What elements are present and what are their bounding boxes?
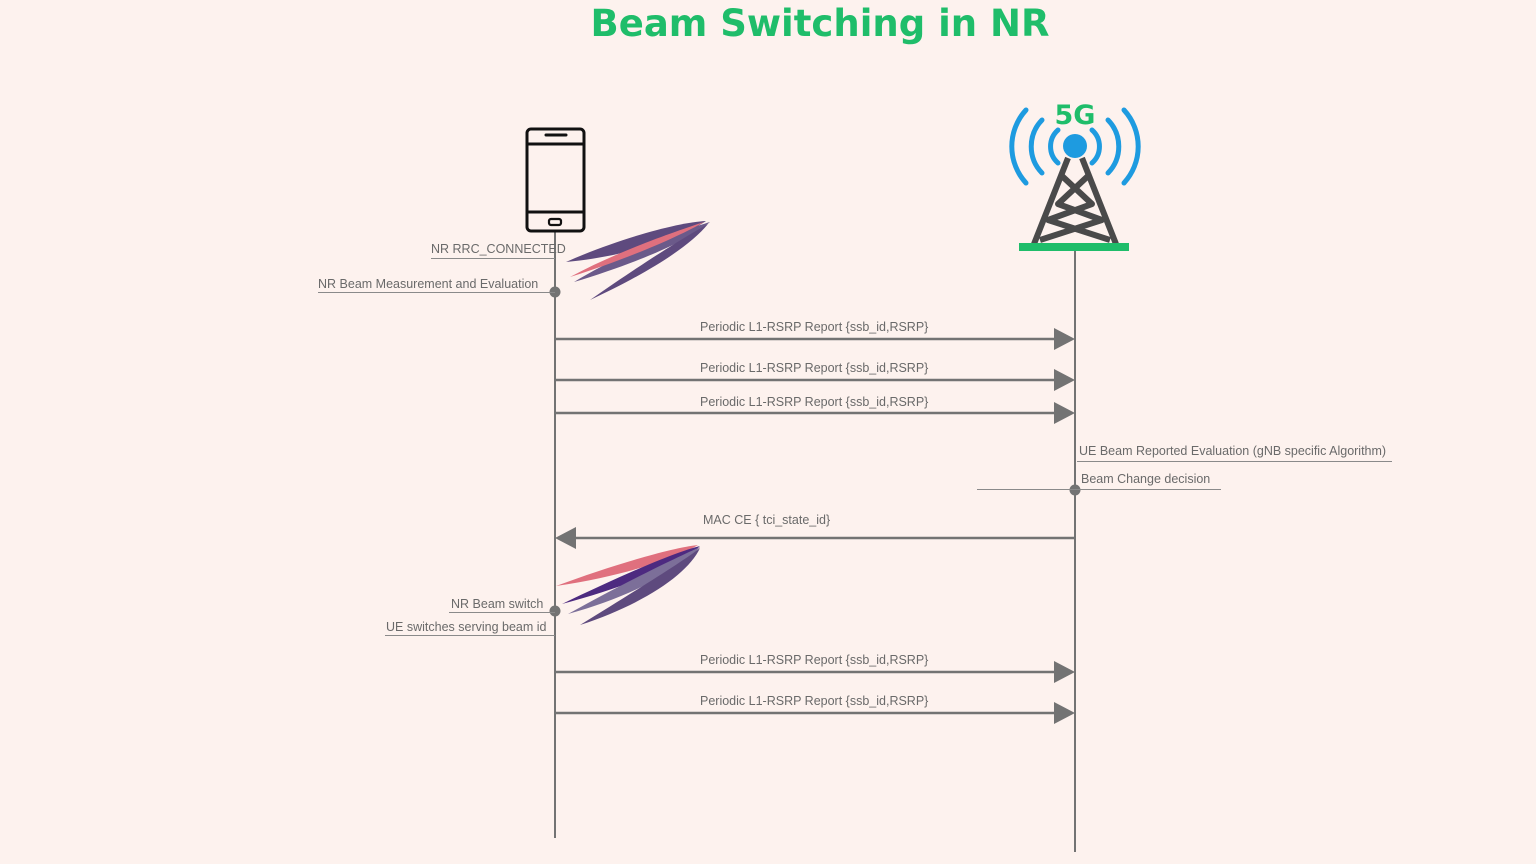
phone-icon <box>525 127 586 233</box>
measurement-event-dot <box>549 286 561 298</box>
cell-tower-icon: 5G <box>1009 100 1141 251</box>
note-beam-measurement: NR Beam Measurement and Evaluation <box>318 277 539 291</box>
beam-pattern-bottom <box>556 545 700 625</box>
message-label: Periodic L1-RSRP Report {ssb_id,RSRP} <box>700 653 929 667</box>
note-underline <box>449 612 555 613</box>
note-beam-switch: NR Beam switch <box>451 597 544 611</box>
message-arrow <box>555 527 1075 549</box>
note-rrc-connected: NR RRC_CONNECTED <box>431 242 566 256</box>
beam-pattern-top <box>566 221 710 300</box>
message-arrow <box>555 702 1075 724</box>
note-beam-evaluation: UE Beam Reported Evaluation (gNB specifi… <box>1079 444 1387 458</box>
gnb-badge-5g: 5G <box>1055 100 1096 131</box>
message-arrow <box>555 661 1075 683</box>
message-label: Periodic L1-RSRP Report {ssb_id,RSRP} <box>700 395 929 409</box>
diagram-title: Beam Switching in NR <box>590 2 1050 45</box>
title-area: Beam Switching in NR <box>0 0 1536 60</box>
note-underline <box>1077 461 1392 462</box>
note-underline <box>431 258 555 259</box>
note-underline <box>977 489 1221 490</box>
message-label: Periodic L1-RSRP Report {ssb_id,RSRP} <box>700 694 929 708</box>
message-arrow <box>555 328 1075 350</box>
note-underline <box>385 635 555 636</box>
message-label: MAC CE { tci_state_id} <box>703 513 831 527</box>
message-arrow <box>555 402 1075 424</box>
decision-event-dot <box>1069 484 1081 496</box>
note-beam-change-decision: Beam Change decision <box>1081 472 1211 486</box>
message-label: Periodic L1-RSRP Report {ssb_id,RSRP} <box>700 320 929 334</box>
note-serving-beam: UE switches serving beam id <box>386 620 547 634</box>
message-label: Periodic L1-RSRP Report {ssb_id,RSRP} <box>700 361 929 375</box>
note-underline <box>318 292 555 293</box>
message-arrow <box>555 369 1075 391</box>
switch-event-dot <box>549 605 561 617</box>
